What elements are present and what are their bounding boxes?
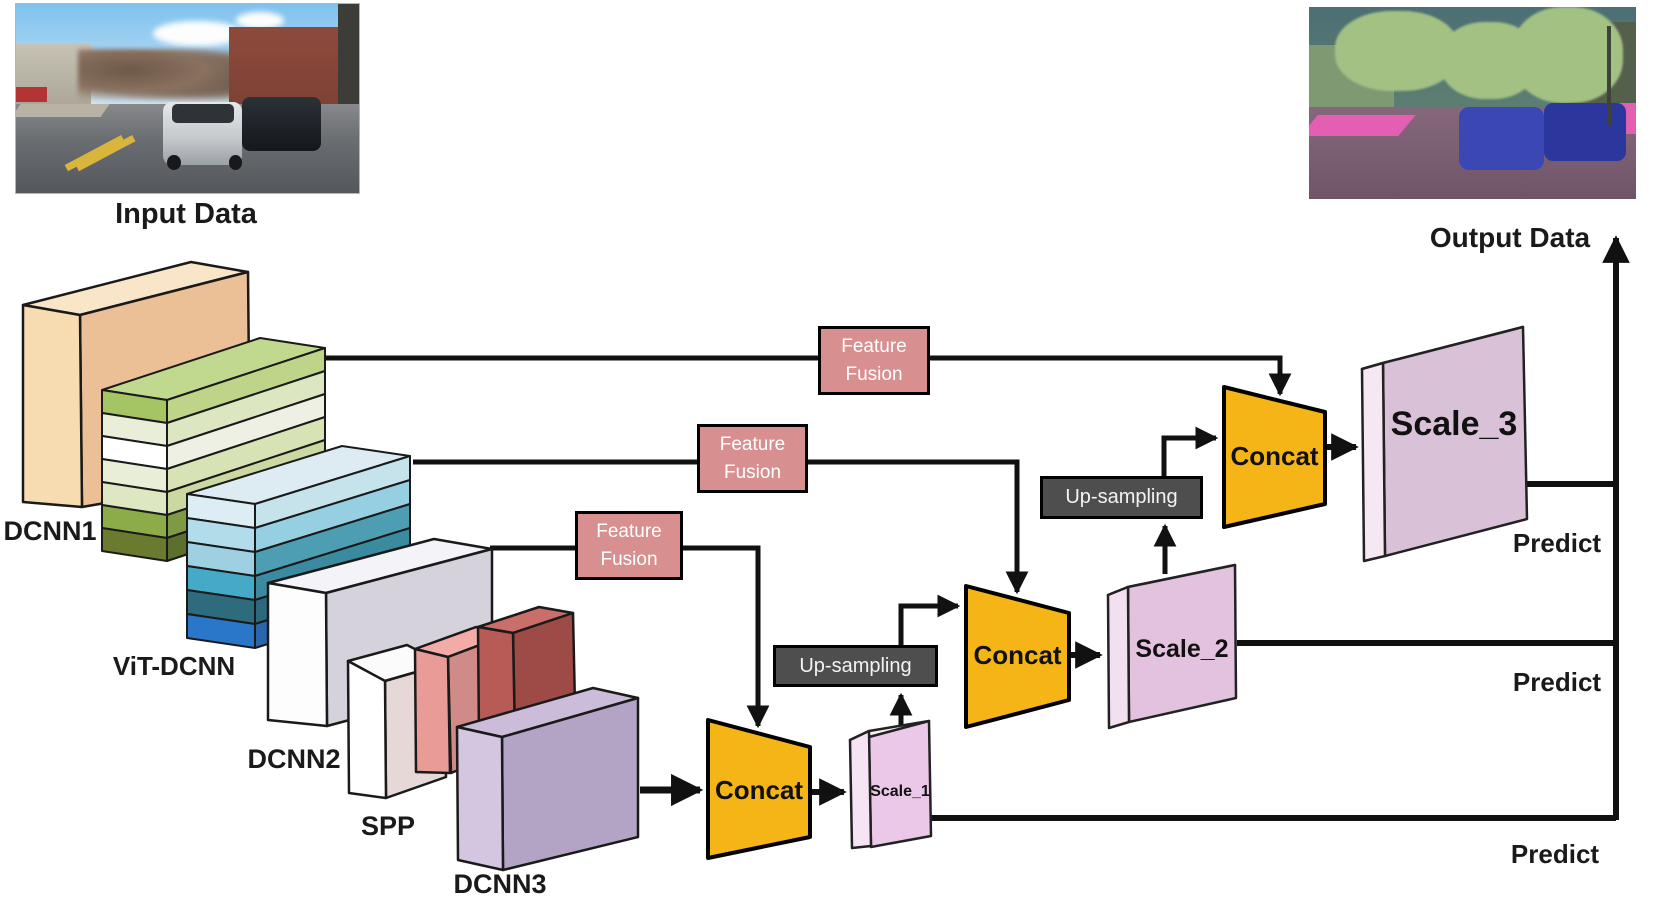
dcnn2-label: DCNN2 <box>247 744 341 774</box>
dcnn1-label: DCNN1 <box>3 516 97 546</box>
cloud <box>153 21 243 46</box>
feature-fusion-box-1: Feature Fusion <box>818 326 930 395</box>
concat-shapes <box>706 385 1327 860</box>
output-image <box>1309 7 1636 199</box>
input-data-label: Input Data <box>115 198 257 230</box>
predict-label-3: Predict <box>1510 839 1600 869</box>
output-data-label: Output Data <box>1429 222 1591 253</box>
segmented-sidewalk <box>1309 114 1416 136</box>
awning <box>16 87 47 103</box>
segmented-car <box>1459 106 1545 171</box>
up-sampling-box-2: Up-sampling <box>1040 476 1203 519</box>
vit-dcnn-label: ViT-DCNN <box>112 651 236 681</box>
sidewalk <box>16 104 110 118</box>
concat-1-label: Concat <box>714 774 804 805</box>
dcnn3-block <box>455 686 640 872</box>
wheel <box>228 155 243 171</box>
wheel <box>166 155 181 171</box>
scale-blocks <box>848 325 1529 850</box>
feature-fusion-text: Feature <box>841 335 907 357</box>
spp-label: SPP <box>360 811 416 841</box>
black-car <box>242 96 322 152</box>
trees <box>77 49 250 103</box>
segmented-tree <box>1511 7 1623 103</box>
scale-1-label: Scale_1 <box>870 783 930 800</box>
scale-3-label: Scale_3 <box>1390 404 1518 443</box>
feature-fusion-box-3: Feature Fusion <box>575 511 683 580</box>
pole <box>1606 26 1612 127</box>
concat-2-shape <box>964 584 1071 729</box>
concat-3-shape <box>1222 385 1327 529</box>
segmented-tree <box>1335 10 1460 92</box>
input-image <box>15 3 360 194</box>
dcnn3-label: DCNN3 <box>453 869 547 899</box>
concat-2-label: Concat <box>973 639 1062 670</box>
concat-1-shape <box>706 718 812 860</box>
feature-fusion-text: Fusion <box>845 363 903 385</box>
predict-label-2: Predict <box>1512 667 1602 697</box>
concat-3-label: Concat <box>1230 440 1319 471</box>
feature-fusion-text: Fusion <box>723 461 782 483</box>
feature-fusion-text: Fusion <box>600 548 658 570</box>
predict-label-1: Predict <box>1512 528 1602 558</box>
segmented-car <box>1544 103 1627 161</box>
feature-fusion-box-2: Feature Fusion <box>697 424 808 493</box>
cloud <box>235 11 284 29</box>
connector-lines <box>322 235 1630 821</box>
car-window <box>172 104 234 124</box>
feature-fusion-text: Feature <box>719 433 786 455</box>
scale-2-label: Scale_2 <box>1135 634 1229 663</box>
up-sampling-box-1: Up-sampling <box>773 645 938 687</box>
feature-fusion-text: Feature <box>596 520 662 542</box>
